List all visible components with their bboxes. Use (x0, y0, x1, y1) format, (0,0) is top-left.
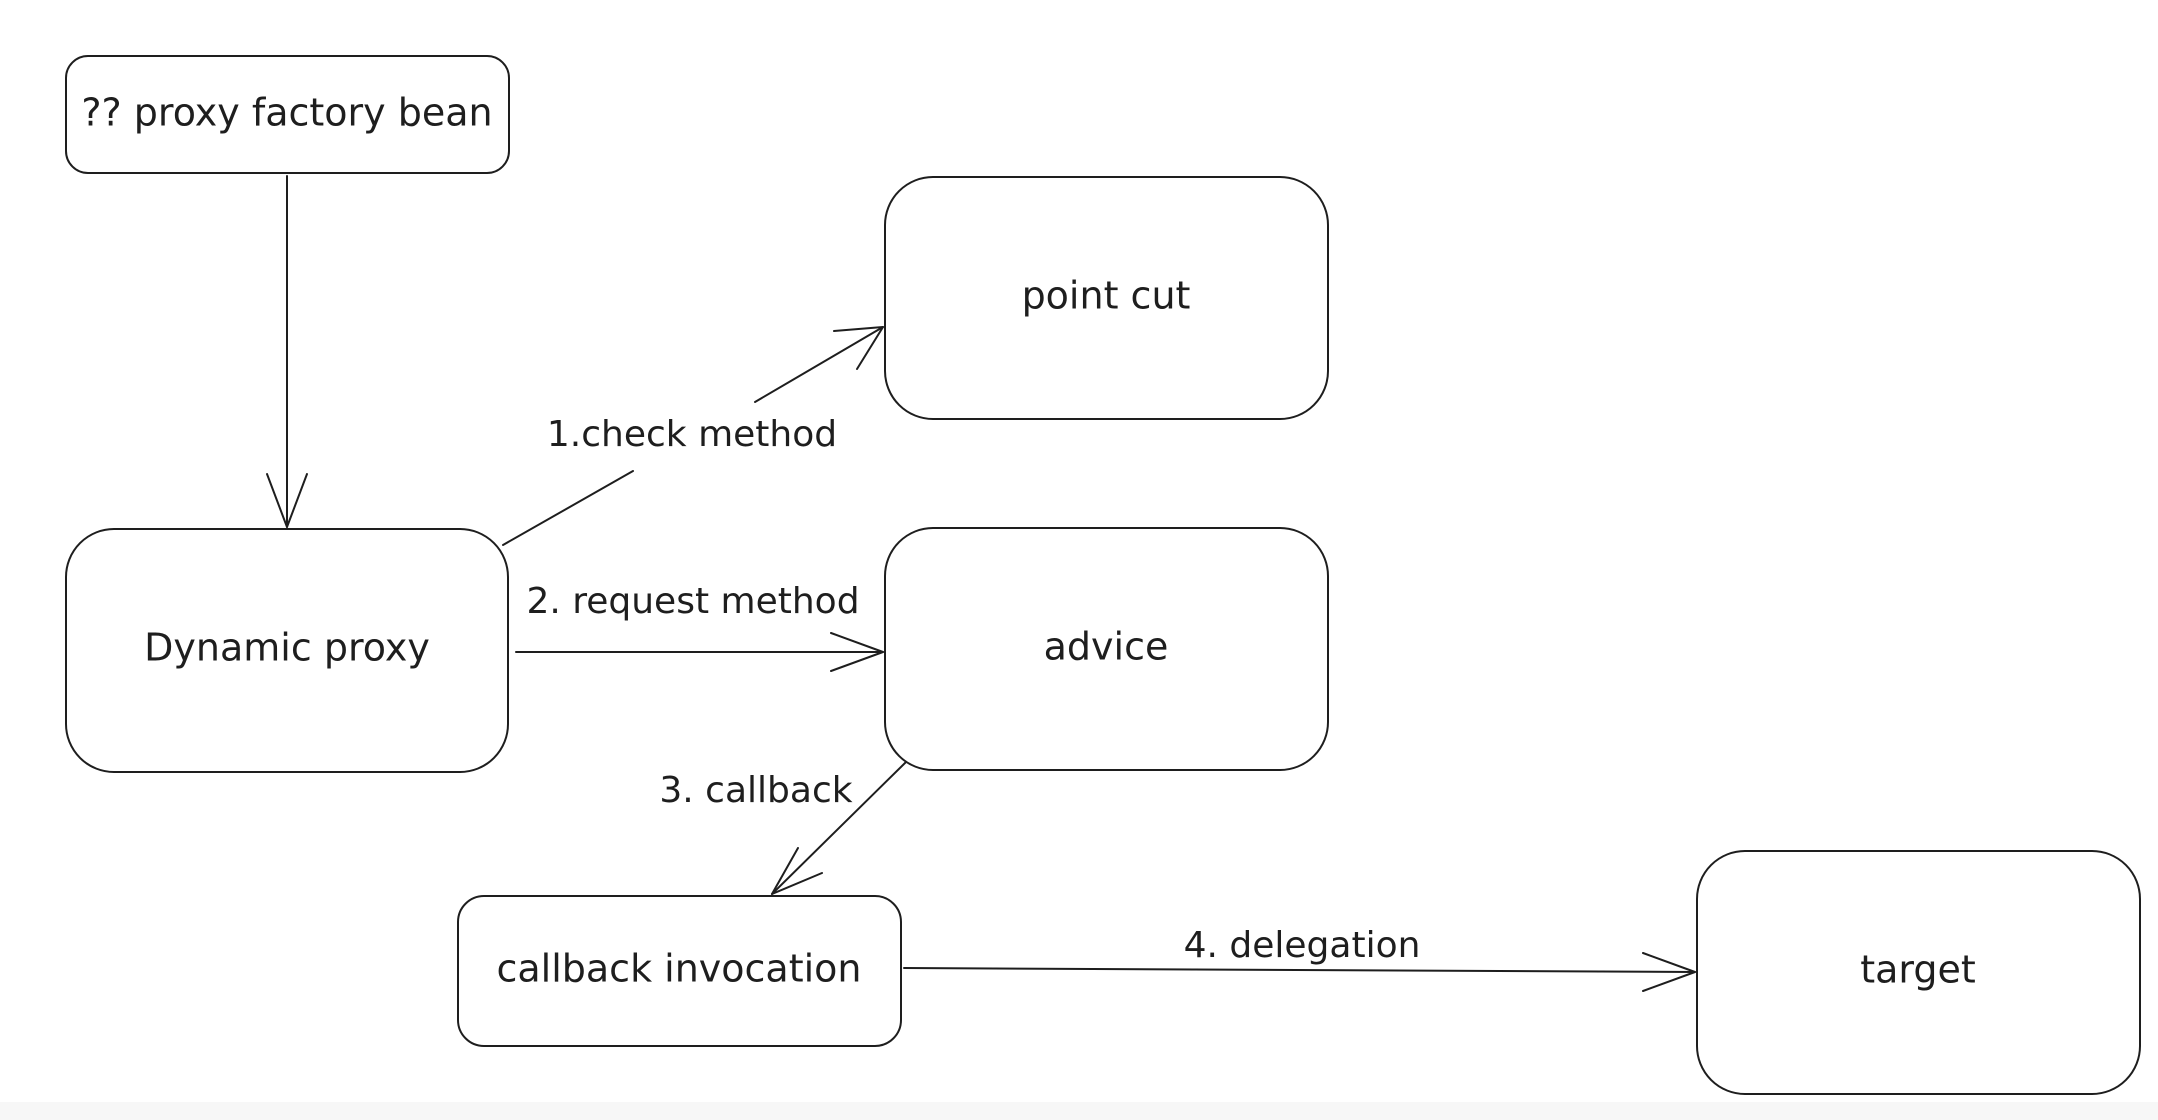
node-callback-invocation-label: callback invocation (496, 947, 861, 991)
canvas-footer-strip (0, 1102, 2158, 1120)
arrow-head-icon (266, 473, 308, 528)
node-target[interactable]: target (1696, 850, 2141, 1095)
node-point-cut-label: point cut (1022, 274, 1191, 318)
edge-check-method-label: 1.check method (547, 414, 837, 455)
node-target-label: target (1860, 948, 1976, 992)
arrow-head-icon (830, 632, 884, 672)
node-point-cut[interactable]: point cut (884, 176, 1329, 420)
arrow-head-icon (1642, 952, 1696, 992)
edge-delegation-label: 4. delegation (1184, 925, 1421, 966)
node-proxy-factory-bean[interactable]: ?? proxy factory bean (65, 55, 510, 174)
edge-callback: 3. callback (659, 761, 907, 895)
node-advice[interactable]: advice (884, 527, 1329, 771)
node-dynamic-proxy-label: Dynamic proxy (144, 626, 430, 670)
edge-request-method-label: 2. request method (526, 581, 859, 622)
node-callback-invocation[interactable]: callback invocation (457, 895, 902, 1047)
node-advice-label: advice (1044, 625, 1169, 669)
edge-check-method: 1.check method (502, 326, 884, 546)
node-proxy-factory-bean-label: ?? proxy factory bean (81, 91, 492, 135)
arrow-head-icon (833, 326, 884, 370)
edge-delegation: 4. delegation (903, 925, 1696, 992)
edge-factory-to-proxy (266, 175, 308, 528)
edge-callback-label: 3. callback (659, 770, 852, 811)
edge-request-method: 2. request method (515, 581, 884, 672)
node-dynamic-proxy[interactable]: Dynamic proxy (65, 528, 509, 773)
arrow-head-icon (771, 847, 823, 895)
